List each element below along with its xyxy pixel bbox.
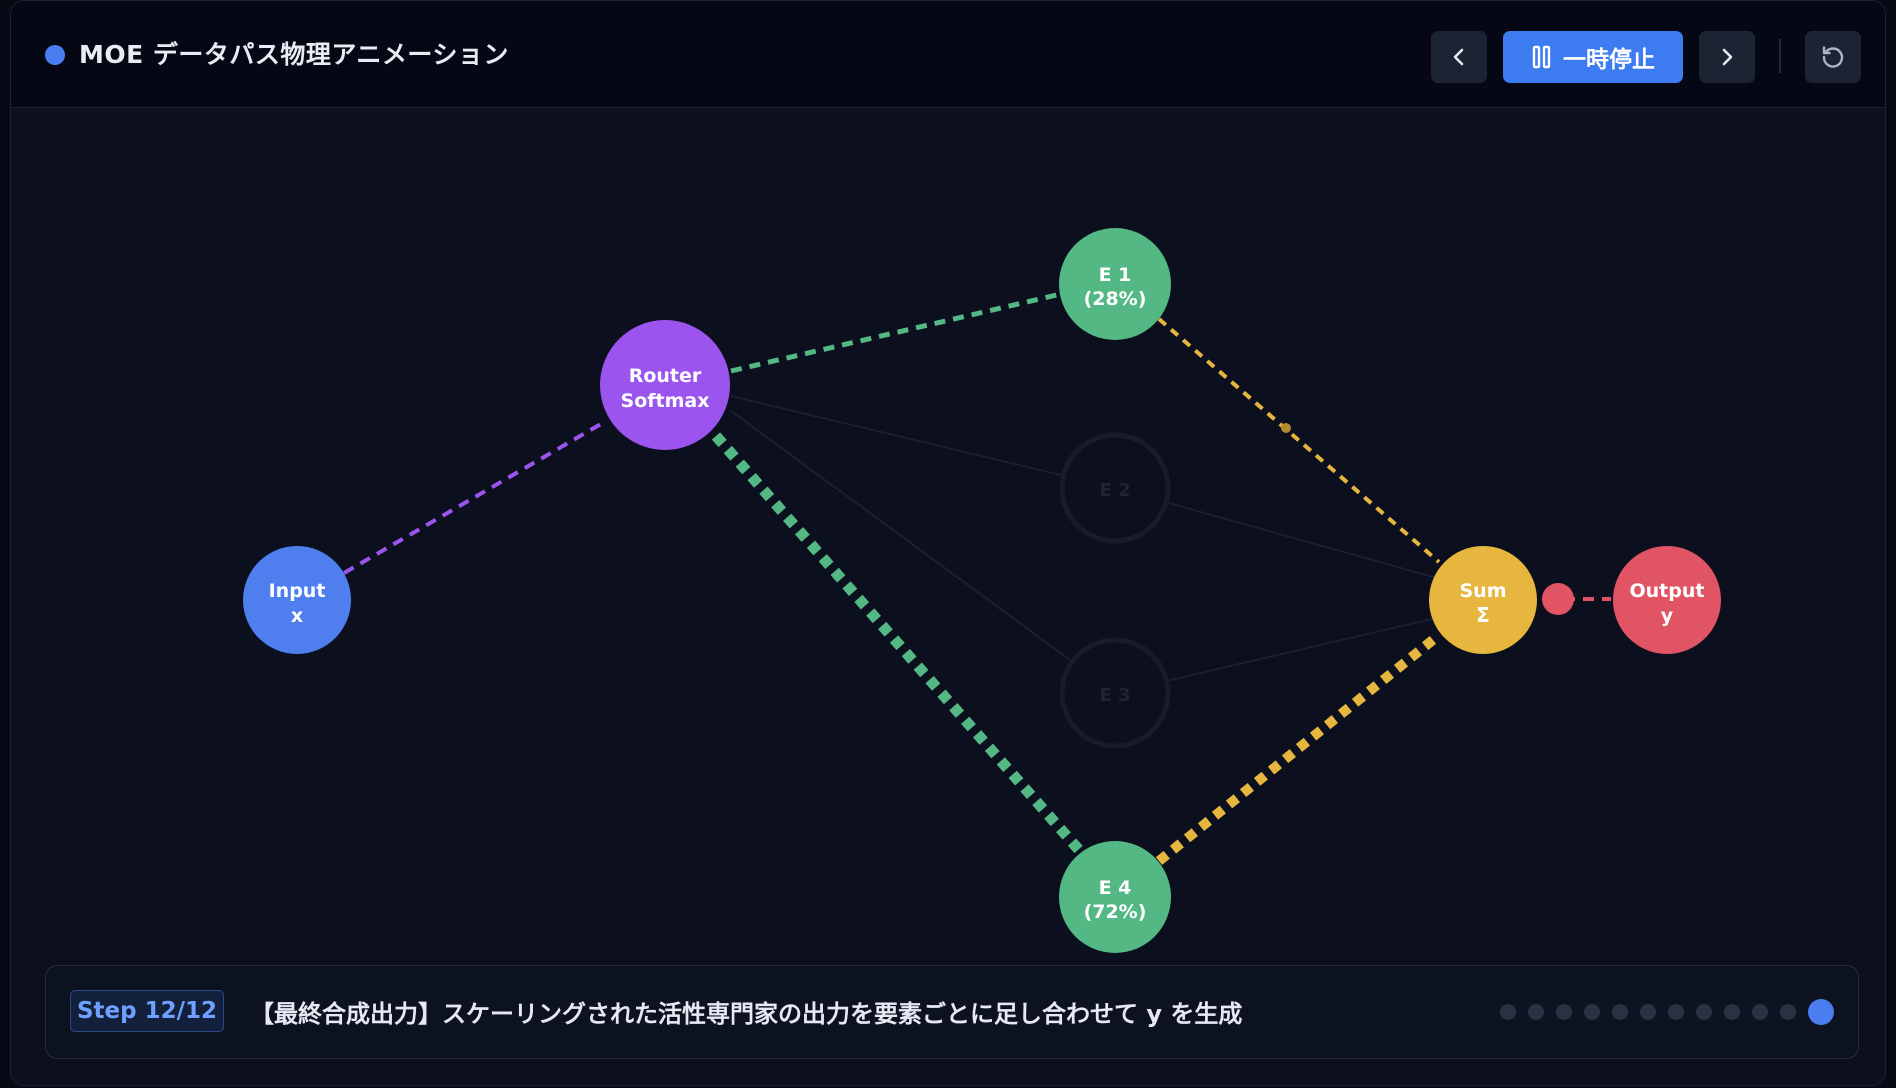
step-dot-1[interactable] — [1500, 1004, 1516, 1020]
node-e3-label: E 3 — [1099, 685, 1130, 706]
node-e4: E 4 (72%) — [1059, 841, 1171, 953]
toolbar-divider — [1779, 39, 1781, 73]
edge-router-e4 — [711, 432, 1084, 854]
node-input-sublabel: x — [291, 605, 303, 627]
step-caption: 【最終合成出力】スケーリングされた活性専門家の出力を要素ごとに足し合わせて y … — [250, 1000, 1243, 1028]
moe-diagram: E 2 E 3 Input x Router Softmax E 1 (28%)… — [243, 228, 1721, 953]
edge-router-e3 — [730, 410, 1116, 694]
pause-icon — [1532, 45, 1551, 69]
status-dot — [45, 45, 65, 65]
node-e3: E 3 — [1059, 637, 1171, 749]
node-e4-label: E 4 — [1099, 877, 1132, 899]
edge-router-e1 — [730, 291, 1062, 374]
step-dot-7[interactable] — [1668, 1004, 1684, 1020]
reset-icon — [1822, 46, 1844, 68]
edge-input-router — [342, 419, 608, 575]
node-e4-weight: (72%) — [1084, 901, 1147, 923]
step-dot-4[interactable] — [1584, 1004, 1600, 1020]
node-sum: Sum Σ — [1429, 546, 1537, 654]
edge-e1-sum — [1157, 317, 1441, 564]
node-router: Router Softmax — [600, 320, 730, 450]
pause-button[interactable]: 一時停止 — [1503, 31, 1683, 83]
app-frame: MOE データパス物理アニメーション 一時停止 — [10, 0, 1886, 1086]
node-e1-label: E 1 — [1099, 264, 1132, 286]
edge-router-e2 — [730, 395, 1116, 489]
edge-e2-sum — [1114, 487, 1484, 592]
node-sum-symbol: Σ — [1476, 603, 1490, 627]
pause-label: 一時停止 — [1563, 47, 1655, 73]
node-e1: E 1 (28%) — [1059, 228, 1171, 340]
step-info-panel: Step 12/12 【最終合成出力】スケーリングされた活性専門家の出力を要素ご… — [45, 965, 1859, 1059]
node-e2: E 2 — [1059, 432, 1171, 544]
header-bar: MOE データパス物理アニメーション 一時停止 — [11, 1, 1885, 108]
node-output-label: Output — [1630, 580, 1705, 602]
step-dot-3[interactable] — [1556, 1004, 1572, 1020]
chevron-left-icon — [1453, 48, 1464, 66]
chevron-right-icon — [1722, 48, 1733, 66]
reset-button[interactable] — [1805, 31, 1861, 83]
node-e2-label: E 2 — [1099, 480, 1130, 501]
edge-e3-sum — [1114, 606, 1484, 694]
node-sum-label: Sum — [1459, 580, 1506, 602]
node-e1-weight: (28%) — [1084, 288, 1147, 310]
next-step-button[interactable] — [1699, 31, 1755, 83]
step-dot-8[interactable] — [1696, 1004, 1712, 1020]
node-input-label: Input — [269, 580, 326, 602]
step-dot-11[interactable] — [1780, 1004, 1796, 1020]
step-dot-6[interactable] — [1640, 1004, 1656, 1020]
node-input: Input x — [243, 546, 351, 654]
step-dot-5[interactable] — [1612, 1004, 1628, 1020]
step-indicator — [1500, 999, 1834, 1025]
step-dot-9[interactable] — [1724, 1004, 1740, 1020]
node-output-sublabel: y — [1661, 605, 1674, 627]
node-output: Output y — [1613, 546, 1721, 654]
flow-particle — [1281, 423, 1291, 433]
step-dot-10[interactable] — [1752, 1004, 1768, 1020]
page-title: MOE データパス物理アニメーション — [79, 40, 509, 69]
prev-step-button[interactable] — [1431, 31, 1487, 83]
step-badge: Step 12/12 — [70, 990, 224, 1032]
node-router-label: Router — [629, 365, 702, 387]
step-dot-12[interactable] — [1808, 999, 1834, 1025]
flow-particle — [1542, 583, 1574, 615]
node-router-sublabel: Softmax — [621, 390, 710, 412]
step-dot-2[interactable] — [1528, 1004, 1544, 1020]
edge-e4-sum — [1155, 631, 1443, 865]
